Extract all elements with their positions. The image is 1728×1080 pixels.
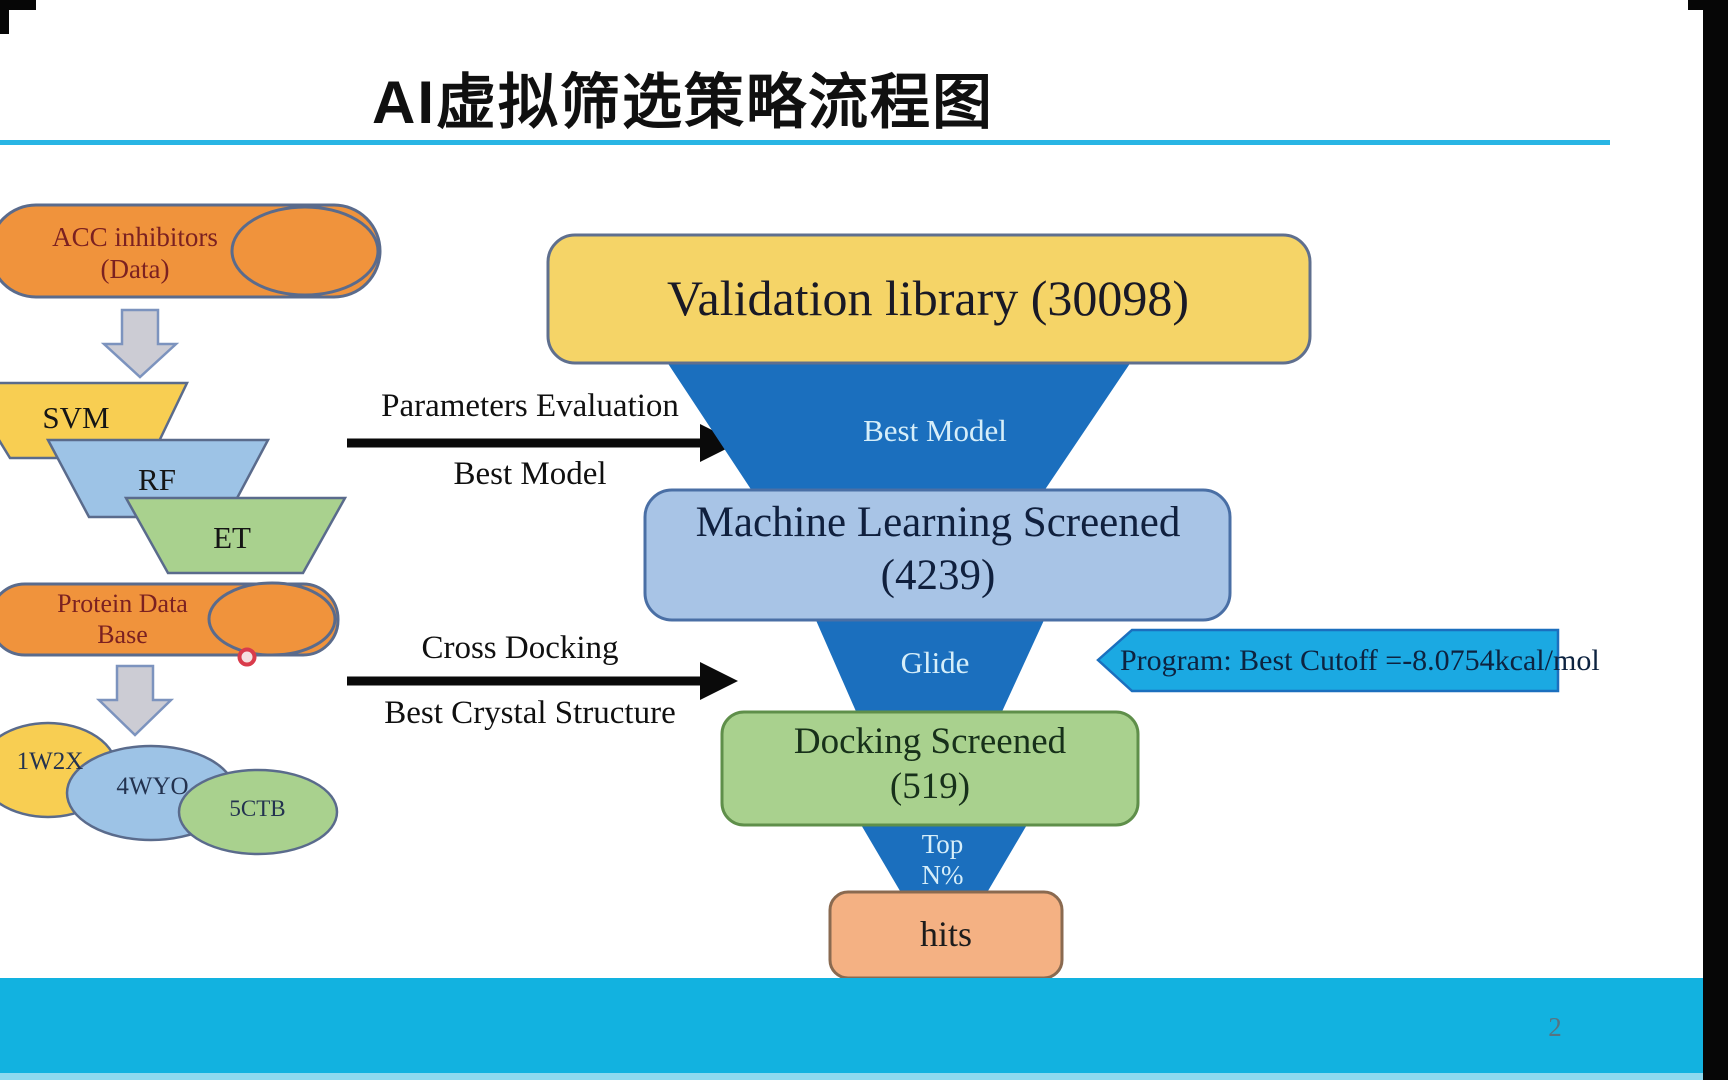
structure-label-5ctb: 5CTB [229, 796, 286, 821]
page-title: AI虚拟筛选策略流程图 [372, 69, 994, 136]
structure-label-1w2x: 1W2X [16, 748, 84, 775]
acc-inhibitors-label-line1: ACC inhibitors [52, 222, 218, 252]
arrow-cross-docking [347, 662, 738, 700]
hits-label: hits [919, 914, 972, 954]
et-trapezoid [123, 496, 348, 575]
validation-library-box [546, 233, 1312, 365]
docking-screened-box [720, 710, 1140, 827]
machine-learning-box [643, 488, 1232, 622]
page-number: 2 [1548, 1012, 1562, 1042]
cutoff-callout-shape [1096, 628, 1560, 693]
arrow2-label-top: Cross Docking [421, 630, 619, 666]
title-divider [0, 140, 1610, 145]
funnel-glide-label: Glide [900, 645, 970, 680]
arrow2-label-bottom: Best Crystal Structure [384, 695, 676, 731]
top-left-letterbox [0, 0, 36, 10]
protein-db-ellipse [207, 581, 337, 657]
cutoff-callout-label: Program: Best Cutoff =-8.0754kcal/mol [1120, 644, 1600, 677]
acc-inhibitors-ellipse [230, 205, 380, 297]
right-letterbox-stripe [1703, 0, 1728, 1080]
machine-learning-label-line2: (4239) [880, 552, 996, 599]
bottom-accent-bar [0, 978, 1703, 1073]
protein-db-label-line1: Protein Data [57, 589, 188, 618]
arrow1-label-top: Parameters Evaluation [381, 388, 679, 424]
machine-learning-label-line1: Machine Learning Screened [695, 499, 1181, 546]
model-label-rf: RF [138, 462, 176, 497]
protein-db-label-line2: Base [97, 620, 148, 649]
top-right-letterbox [1688, 0, 1728, 10]
structure-label-4wyo: 4WYO [116, 773, 189, 800]
bottom-accent-strip [0, 1073, 1703, 1080]
arrow-parameters-evaluation [347, 424, 738, 462]
funnel-segment-top-n [860, 823, 1028, 896]
funnel-segment-glide [815, 618, 1045, 716]
docking-screened-label-line2: (519) [889, 766, 971, 807]
cursor-highlight-icon [237, 647, 257, 667]
validation-library-label: Validation library (30098) [666, 270, 1190, 326]
funnel-top-n-label-line1: Top [921, 829, 964, 859]
funnel-best-model-label: Best Model [863, 413, 1007, 448]
funnel-segment-best-model [663, 356, 1135, 500]
docking-screened-label-line1: Docking Screened [793, 721, 1067, 762]
arrow1-label-bottom: Best Model [453, 456, 607, 492]
model-label-svm: SVM [42, 400, 110, 435]
down-arrow-shape-top [100, 308, 180, 379]
left-letterbox [0, 0, 9, 34]
structure-5ctb-ellipse [177, 768, 339, 856]
funnel-top-n-label-line2: N% [921, 860, 964, 890]
down-arrow-shape-bottom [95, 664, 175, 737]
model-label-et: ET [213, 520, 251, 555]
acc-inhibitors-label-line2: (Data) [100, 254, 170, 284]
